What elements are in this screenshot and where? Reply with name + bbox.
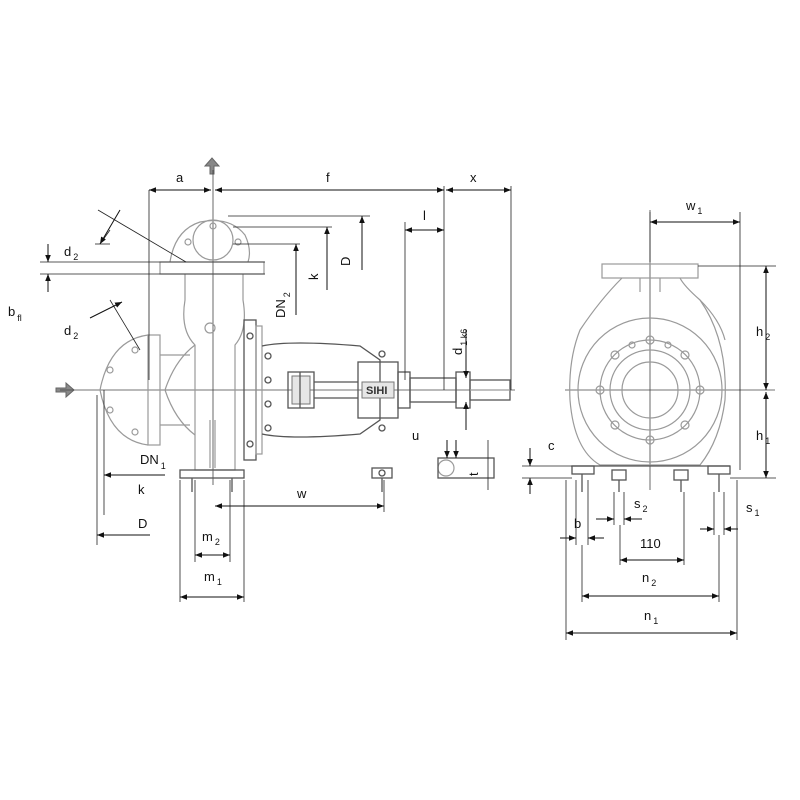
pump-casing [164, 274, 245, 471]
casing-outer-circle [577, 317, 723, 463]
discharge-flow-arrow-icon [203, 157, 221, 175]
pump-feet [179, 467, 393, 492]
dim-label-D-top: D [338, 257, 353, 266]
dim-label-w: w [296, 486, 307, 501]
dim-label-f: f [326, 170, 330, 185]
bearing-housing: SIHI [261, 342, 411, 438]
front-foot-right [707, 465, 731, 475]
dim-label-dn2: DN2 [273, 292, 292, 318]
dim-label-x: x [470, 170, 477, 185]
side-view: SIHI a f [8, 157, 515, 602]
dim-label-t: t [466, 472, 481, 476]
discharge-flange [159, 219, 265, 275]
foot-bolt-detail: u t [412, 428, 495, 490]
bolt-circle [599, 339, 701, 441]
front-discharge-flange [601, 263, 699, 279]
dim-label-k-top: k [306, 273, 321, 280]
front-foot-left [571, 465, 595, 475]
dim-label-110: 110 [640, 536, 661, 551]
dim-label-u: u [412, 428, 419, 443]
suction-flange [99, 334, 190, 446]
shaft-end [409, 371, 511, 409]
casing-inner-circle [609, 349, 691, 431]
dim-label-l: l [423, 208, 426, 223]
dim-label-b: b [574, 516, 581, 531]
dim-label-d1: d1 k6 [450, 329, 469, 355]
dim-label-a: a [176, 170, 184, 185]
dim-label-D-bottom: D [138, 516, 147, 531]
brand-label: SIHI [366, 385, 387, 397]
bearing-bracket-flange [243, 319, 272, 461]
dim-label-c: c [548, 438, 555, 453]
impeller-eye-circle [621, 361, 679, 419]
dim-label-k-bottom: k [138, 482, 145, 497]
flange-bolt-holes [595, 335, 705, 445]
